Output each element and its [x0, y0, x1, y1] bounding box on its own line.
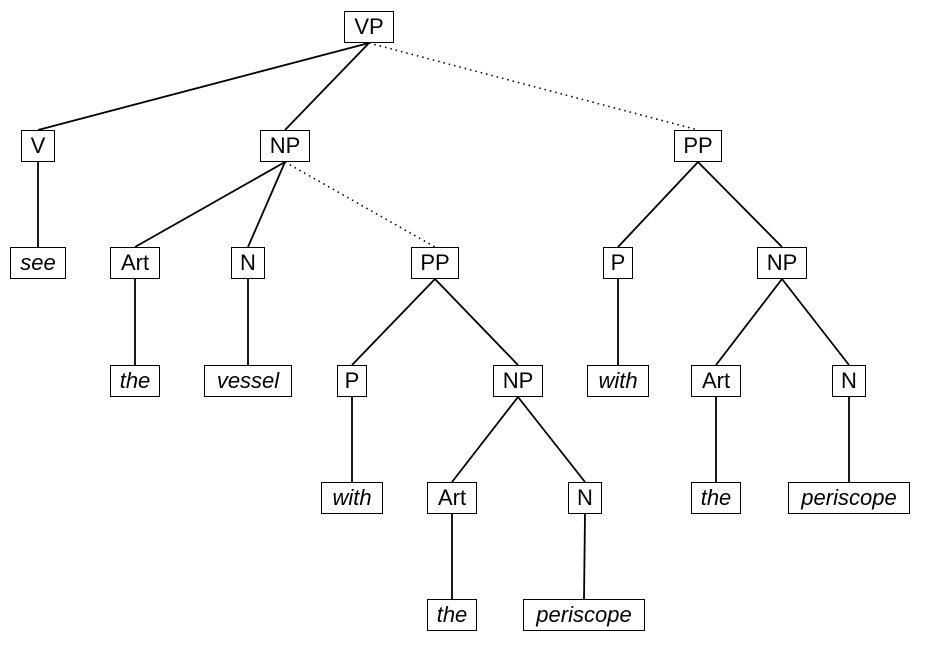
node-n3: N [832, 365, 866, 397]
node-n2: N [568, 482, 602, 514]
node-with2: with [587, 365, 649, 397]
edge-np3-n3 [781, 278, 850, 366]
edge-pp2-p2 [617, 161, 699, 248]
node-the1: the [110, 365, 160, 397]
node-np3: NP [757, 247, 807, 279]
node-periscope2: periscope [788, 482, 910, 514]
node-n1: N [231, 247, 265, 279]
node-pp2: PP [674, 130, 722, 162]
edge-vp-np1 [284, 42, 370, 131]
node-v: V [21, 130, 55, 162]
node-the2: the [427, 599, 477, 631]
node-with1: with [321, 482, 383, 514]
node-p2: P [603, 247, 633, 279]
edge-np2-n2 [517, 396, 586, 483]
edge-vp-pp2-dotted [368, 42, 699, 131]
edge-n2-periscope1 [583, 513, 586, 600]
node-pp1: PP [411, 247, 459, 279]
node-vessel: vessel [204, 365, 292, 397]
node-art2: Art [427, 482, 477, 514]
edge-np1-pp1-dotted [284, 161, 436, 248]
edge-np3-art3 [715, 278, 783, 366]
node-np2: NP [493, 365, 543, 397]
node-p1: P [337, 365, 367, 397]
edge-np2-art2 [451, 396, 519, 483]
node-art1: Art [110, 247, 160, 279]
edge-pp1-np2 [434, 278, 519, 366]
edge-pp1-p1 [351, 278, 436, 366]
edge-np1-n1 [247, 161, 286, 248]
node-vp: VP [344, 11, 394, 43]
edge-pp2-np3 [697, 161, 783, 248]
node-periscope1: periscope [523, 599, 645, 631]
node-art3: Art [691, 365, 741, 397]
node-see: see [10, 247, 66, 279]
edge-vp-v [37, 42, 370, 131]
node-the3: the [691, 482, 741, 514]
node-np1: NP [260, 130, 310, 162]
edge-np1-art1 [134, 161, 286, 248]
